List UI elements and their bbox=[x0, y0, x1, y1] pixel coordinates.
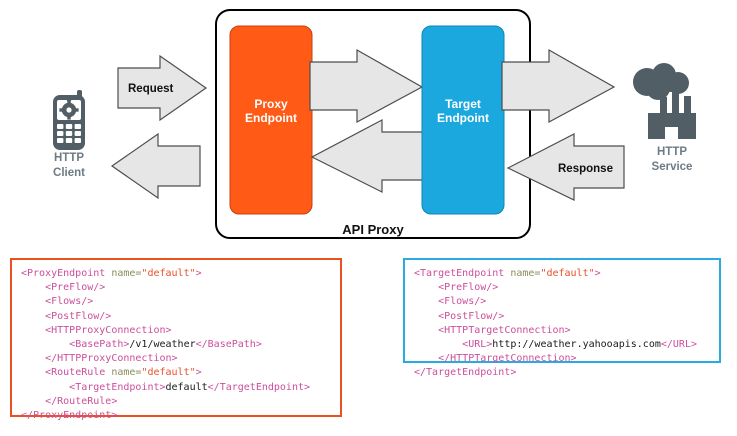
code-token-tag: <ProxyEndpoint bbox=[21, 268, 112, 279]
request-arrow-label: Request bbox=[128, 83, 174, 95]
request-arrow: Request bbox=[117, 54, 208, 122]
code-token-tag: <TargetEndpoint> bbox=[69, 381, 166, 393]
code-line: <TargetEndpoint name="default"> bbox=[414, 267, 711, 281]
proxy-endpoint-code-block[interactable]: <ProxyEndpoint name="default"> <PreFlow/… bbox=[10, 258, 342, 421]
code-token-tag: <TargetEndpoint bbox=[414, 268, 511, 279]
code-token-attr: name= bbox=[111, 268, 142, 279]
code-line: </HTTPProxyConnection> bbox=[21, 352, 332, 366]
code-token-txt bbox=[414, 296, 438, 307]
code-token-txt bbox=[21, 325, 45, 336]
api-proxy-label: API Proxy bbox=[342, 222, 404, 237]
code-line: </HTTPTargetConnection> bbox=[414, 352, 711, 366]
code-line: <ProxyEndpoint name="default"> bbox=[21, 267, 332, 281]
code-line: <PreFlow/> bbox=[21, 281, 332, 295]
code-token-aval: "default" bbox=[141, 367, 196, 379]
code-token-aval: "default" bbox=[540, 268, 595, 279]
code-token-tag: <PostFlow/> bbox=[438, 310, 505, 322]
code-token-txt bbox=[414, 339, 462, 350]
code-line: </ProxyEndpoint> bbox=[21, 409, 332, 423]
code-token-tag: </RouteRule> bbox=[45, 395, 118, 407]
proxy-endpoint-label-line1: Proxy bbox=[254, 97, 288, 111]
code-token-tag: <PreFlow/> bbox=[438, 282, 499, 294]
code-token-tag: <BasePath> bbox=[69, 339, 130, 351]
code-token-txt bbox=[21, 311, 45, 322]
code-token-txt: default bbox=[165, 381, 208, 393]
code-token-txt bbox=[414, 311, 438, 322]
proxy-to-target-arrow bbox=[309, 48, 424, 124]
code-token-tag: <HTTPProxyConnection> bbox=[45, 324, 172, 336]
code-token-tag: <HTTPTargetConnection> bbox=[438, 324, 571, 336]
code-token-tag: > bbox=[594, 268, 601, 279]
http-client-label-line2: Client bbox=[53, 167, 85, 179]
code-token-tag: <PreFlow/> bbox=[45, 282, 106, 294]
target-endpoint-label-line2: Endpoint bbox=[437, 111, 489, 125]
code-line: <PostFlow/> bbox=[414, 310, 711, 324]
target-to-service-arrow bbox=[501, 48, 616, 124]
code-token-tag: </ProxyEndpoint> bbox=[21, 410, 118, 422]
code-line: <Flows/> bbox=[21, 295, 332, 309]
code-token-tag: </TargetEndpoint> bbox=[207, 381, 311, 393]
code-line: </TargetEndpoint> bbox=[414, 366, 711, 380]
code-line: <HTTPTargetConnection> bbox=[414, 324, 711, 338]
code-token-txt bbox=[21, 296, 45, 307]
code-line: <TargetEndpoint>default</TargetEndpoint> bbox=[21, 381, 332, 395]
proxy-to-client-arrow bbox=[110, 132, 201, 200]
code-token-tag: </TargetEndpoint> bbox=[414, 367, 517, 379]
http-client-label-line1: HTTP bbox=[54, 152, 84, 164]
code-token-tag: <PostFlow/> bbox=[45, 310, 112, 322]
code-line: <HTTPProxyConnection> bbox=[21, 324, 332, 338]
code-token-attr: name= bbox=[111, 367, 142, 379]
code-line: <URL>http://weather.yahooapis.com</URL> bbox=[414, 338, 711, 352]
code-token-txt bbox=[21, 396, 45, 407]
response-arrow-label: Response bbox=[558, 163, 613, 175]
code-token-tag: </HTTPProxyConnection> bbox=[45, 353, 178, 365]
response-arrow: Response bbox=[506, 133, 625, 201]
code-line: </RouteRule> bbox=[21, 395, 332, 409]
code-token-txt: /v1/weather bbox=[129, 339, 196, 351]
mobile-phone-gear-icon bbox=[53, 90, 85, 150]
target-endpoint-code-block[interactable]: <TargetEndpoint name="default"> <PreFlow… bbox=[403, 258, 721, 378]
code-token-tag: <URL> bbox=[462, 339, 493, 351]
target-endpoint-label-line1: Target bbox=[445, 97, 481, 111]
code-token-txt bbox=[414, 353, 438, 364]
code-token-tag: <RouteRule bbox=[45, 367, 112, 379]
code-token-txt bbox=[21, 282, 45, 293]
code-line: <PreFlow/> bbox=[414, 281, 711, 295]
code-token-txt: http://weather.yahooapis.com bbox=[492, 339, 661, 351]
code-token-tag: </HTTPTargetConnection> bbox=[438, 353, 577, 365]
code-token-txt bbox=[414, 325, 438, 336]
code-token-txt bbox=[414, 282, 438, 293]
code-token-tag: <Flows/> bbox=[45, 296, 94, 308]
code-token-tag: > bbox=[195, 367, 202, 379]
proxy-endpoint-node: Proxy Endpoint bbox=[229, 25, 313, 215]
code-token-tag: > bbox=[195, 268, 202, 279]
code-token-txt bbox=[21, 382, 69, 393]
code-line: <BasePath>/v1/weather</BasePath> bbox=[21, 338, 332, 352]
code-token-attr: name= bbox=[510, 268, 541, 279]
code-line: <Flows/> bbox=[414, 295, 711, 309]
code-token-tag: </URL> bbox=[660, 339, 697, 351]
code-token-aval: "default" bbox=[141, 268, 196, 279]
target-endpoint-node: Target Endpoint bbox=[421, 25, 505, 215]
code-line: <RouteRule name="default"> bbox=[21, 366, 332, 380]
proxy-endpoint-label-line2: Endpoint bbox=[245, 111, 297, 125]
code-token-txt bbox=[21, 353, 45, 364]
code-line: <PostFlow/> bbox=[21, 310, 332, 324]
code-token-tag: <Flows/> bbox=[438, 296, 487, 308]
code-token-txt bbox=[21, 339, 69, 350]
http-service-label-line2: Service bbox=[652, 161, 693, 173]
code-token-tag: </BasePath> bbox=[195, 339, 262, 351]
cloud-factory-icon bbox=[633, 63, 696, 139]
http-service-label-line1: HTTP bbox=[657, 146, 687, 158]
code-token-txt bbox=[21, 367, 45, 378]
